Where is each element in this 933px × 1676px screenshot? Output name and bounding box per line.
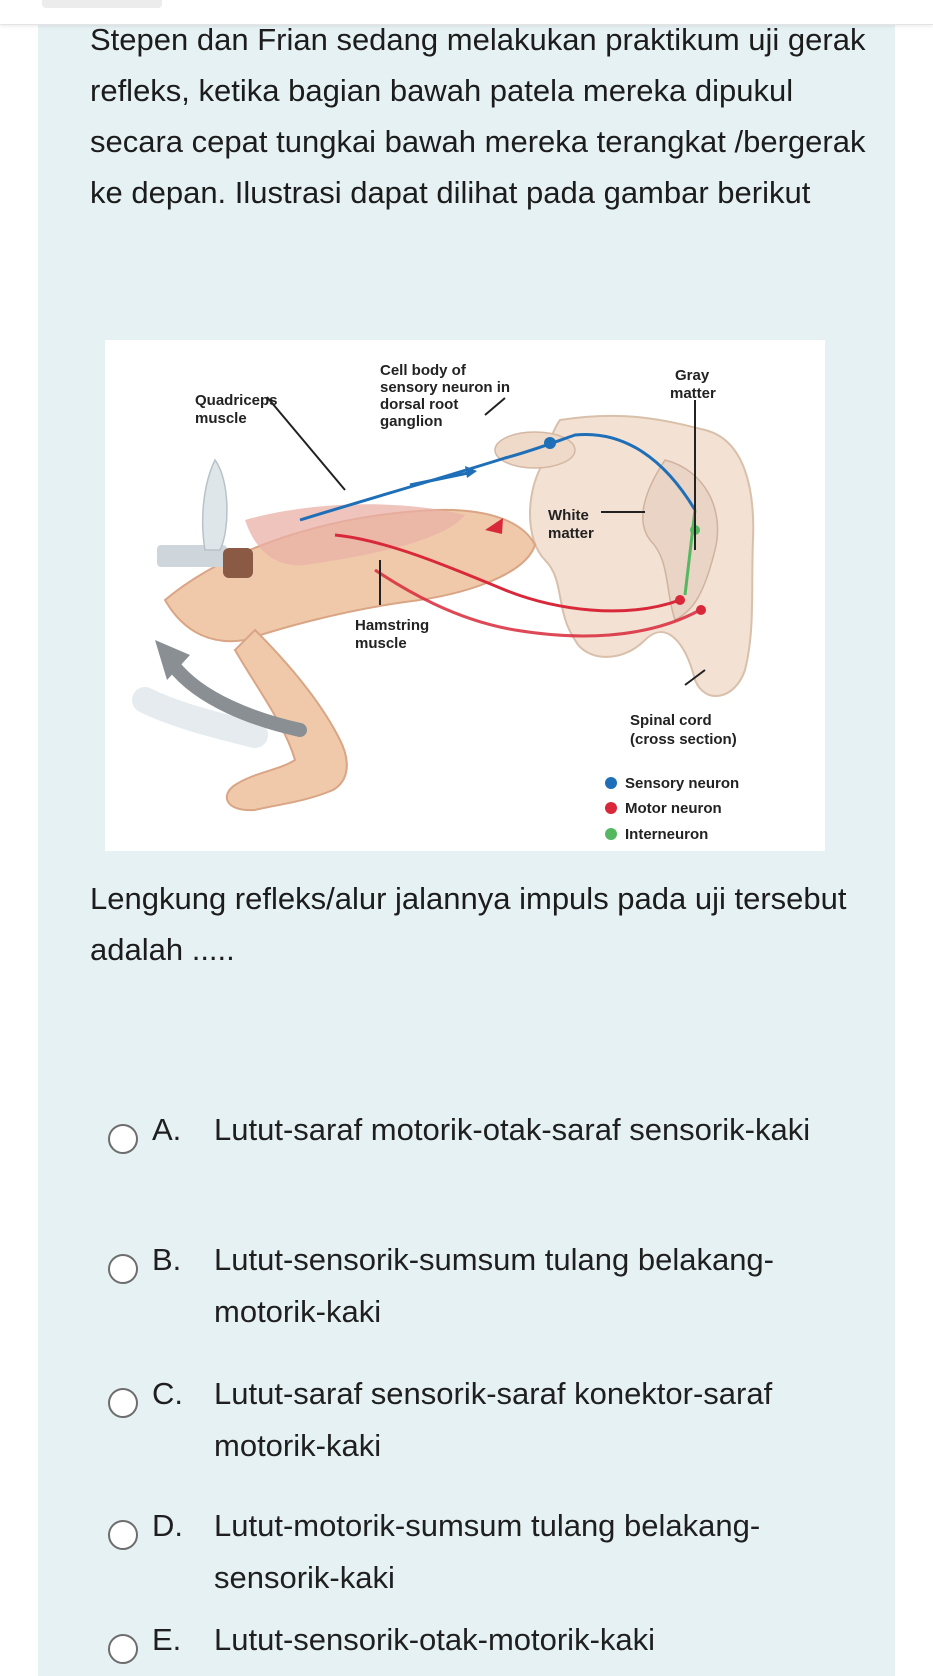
white-matter-label: White matter [548, 507, 594, 542]
spinal-cord-label: Spinal cord (cross section) [630, 712, 737, 748]
figure-legend: Sensory neuron Motor neuron Interneuron [605, 775, 739, 843]
question-text: Stepen dan Frian sedang melakukan prakti… [90, 22, 866, 210]
option-e[interactable]: E. Lutut-sensorik-otak-motorik-kaki [108, 1614, 868, 1666]
option-b-text: Lutut-sensorik-sumsum tulang belakang-mo… [214, 1242, 774, 1329]
reflex-arc-figure: Quadriceps muscle Cell body of sensory n… [105, 340, 825, 851]
radio-e[interactable] [108, 1634, 138, 1664]
option-e-text: Lutut-sensorik-otak-motorik-kaki [214, 1622, 656, 1657]
hamstring-label: Hamstring muscle [355, 617, 433, 652]
reflex-arc-diagram: Quadriceps muscle Cell body of sensory n… [132, 362, 755, 843]
option-e-letter: E. [152, 1622, 182, 1657]
question-prompt: Lengkung refleks/alur jalannya impuls pa… [90, 881, 847, 967]
option-b[interactable]: B. Lutut-sensorik-sumsum tulang belakang… [108, 1234, 868, 1338]
legend-interneuron-marker [605, 828, 617, 840]
legend-motor-marker [605, 802, 617, 814]
legend-motor-label: Motor neuron [625, 800, 722, 817]
option-a-text: Lutut-saraf motorik-otak-saraf sensorik-… [214, 1112, 811, 1147]
radio-d[interactable] [108, 1520, 138, 1550]
question-card: Stepen dan Frian sedang melakukan prakti… [38, 0, 895, 1676]
option-c-letter: C. [152, 1376, 183, 1411]
radio-a[interactable] [108, 1124, 138, 1154]
cell-body-label: Cell body of sensory neuron in dorsal ro… [380, 362, 514, 430]
option-a-letter: A. [152, 1112, 182, 1147]
legend-interneuron-label: Interneuron [625, 826, 708, 843]
option-c[interactable]: C. Lutut-saraf sensorik-saraf konektor-s… [108, 1368, 868, 1472]
option-d[interactable]: D. Lutut-motorik-sumsum tulang belakang-… [108, 1500, 868, 1604]
option-b-letter: B. [152, 1242, 182, 1277]
legend-sensory-label: Sensory neuron [625, 775, 739, 792]
radio-c[interactable] [108, 1388, 138, 1418]
top-tab [42, 0, 162, 8]
option-d-text: Lutut-motorik-sumsum tulang belakang-sen… [214, 1508, 761, 1595]
legend-sensory-marker [605, 777, 617, 789]
top-bar [0, 0, 933, 25]
option-d-letter: D. [152, 1508, 183, 1543]
radio-b[interactable] [108, 1254, 138, 1284]
option-a[interactable]: A. Lutut-saraf motorik-otak-saraf sensor… [108, 1104, 868, 1156]
gray-matter-label: Gray matter [670, 367, 716, 402]
option-c-text: Lutut-saraf sensorik-saraf konektor-sara… [214, 1376, 773, 1463]
quadriceps-label: Quadriceps muscle [195, 392, 282, 427]
